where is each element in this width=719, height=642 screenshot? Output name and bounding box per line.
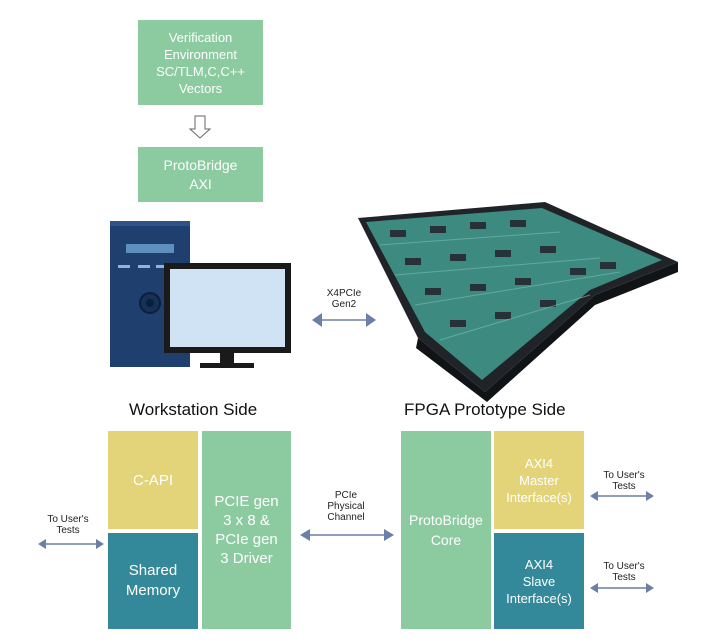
user-tests-arrow-right-top-icon xyxy=(590,491,654,501)
protobridge-axi-box: ProtoBridge AXI xyxy=(138,147,263,202)
user-tests-arrow-left-icon xyxy=(38,539,104,549)
user-tests-label-right-bottom: To User's Tests xyxy=(603,561,645,583)
verification-environment-box: Verification Environment SC/TLM,C,C++ Ve… xyxy=(138,20,263,105)
monitor-icon xyxy=(164,263,291,368)
protobridge-core-block: ProtoBridge Core xyxy=(401,431,491,629)
fpga-board-image-icon xyxy=(358,202,678,402)
axi4-master-interface-block: AXI4 Master Interface(s) xyxy=(494,431,584,529)
down-hollow-arrow-icon xyxy=(188,115,212,139)
shared-memory-block: Shared Memory xyxy=(108,533,198,629)
x4pcie-gen2-label: X4PCIe Gen2 xyxy=(326,288,362,310)
pcie-channel-arrow-icon xyxy=(300,529,394,541)
fpga-prototype-side-heading: FPGA Prototype Side xyxy=(404,400,566,419)
pcie-driver-block: PCIE gen 3 x 8 & PCIe gen 3 Driver xyxy=(202,431,291,629)
user-tests-label-left: To User's Tests xyxy=(47,514,89,536)
pcie-physical-channel-label: PCIe Physical Channel xyxy=(327,490,365,523)
user-tests-arrow-right-bottom-icon xyxy=(590,583,654,593)
axi4-slave-interface-block: AXI4 Slave Interface(s) xyxy=(494,533,584,629)
c-api-block: C-API xyxy=(108,431,198,529)
workstation-side-heading: Workstation Side xyxy=(129,400,258,419)
user-tests-label-right-top: To User's Tests xyxy=(603,470,645,492)
pcie-link-arrow-icon xyxy=(312,313,376,327)
